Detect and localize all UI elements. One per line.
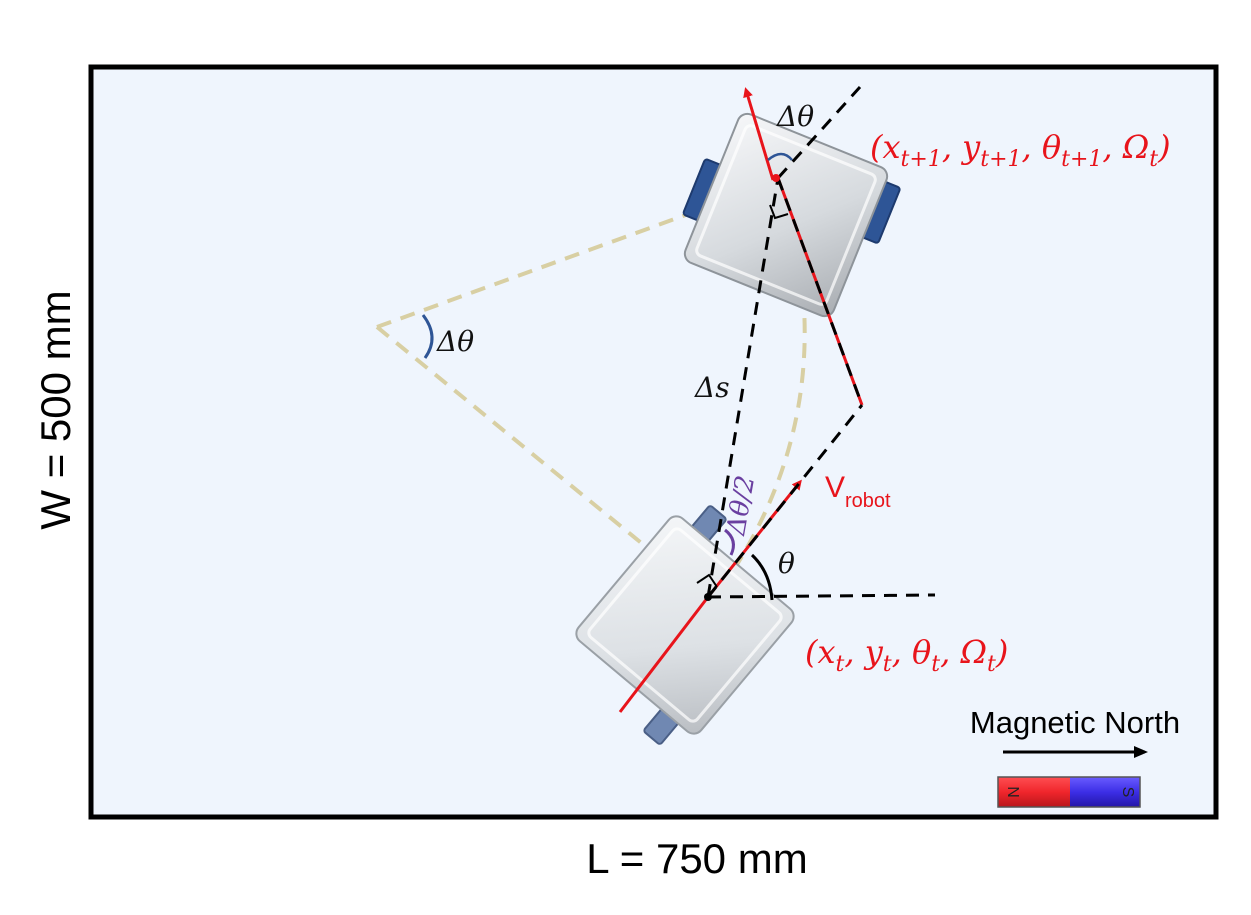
delta-theta-left-bracket <box>421 314 434 359</box>
half-delta-theta-bracket <box>724 528 735 556</box>
state-current-label: (xt​, yt​, θt​, Ωt​) <box>805 633 1008 677</box>
delta-theta-top-label: Δθ <box>776 100 814 133</box>
construction-lines <box>706 85 936 599</box>
magnet-icon: N S <box>997 776 1141 808</box>
right-angle-marker-top <box>769 204 789 220</box>
theta-angle-arc <box>750 553 774 601</box>
velocity-label-main: V <box>825 471 845 504</box>
magnetic-north-label: Magnetic North <box>970 705 1180 740</box>
arena-width-label: L = 750 mm <box>586 835 807 882</box>
right-angle-marker-bottom <box>696 573 718 588</box>
delta-s-label: Δs <box>694 371 730 404</box>
magnet-n-letter: N <box>1004 786 1021 798</box>
arena-height-label: W = 500 mm <box>32 290 79 529</box>
velocity-label: Vrobot <box>825 471 891 512</box>
delta-theta-left-label: Δθ <box>436 325 474 358</box>
theta-label: θ <box>778 547 795 580</box>
state-next-label: (xt+1​, yt+1​, θt+1​, Ωt​) <box>870 128 1171 172</box>
robot-current-center <box>704 593 712 601</box>
robot-next-center <box>772 174 780 182</box>
magnet-s-letter: S <box>1119 787 1136 798</box>
velocity-label-sub: robot <box>845 490 891 512</box>
delta-theta-top-arc <box>767 152 793 161</box>
